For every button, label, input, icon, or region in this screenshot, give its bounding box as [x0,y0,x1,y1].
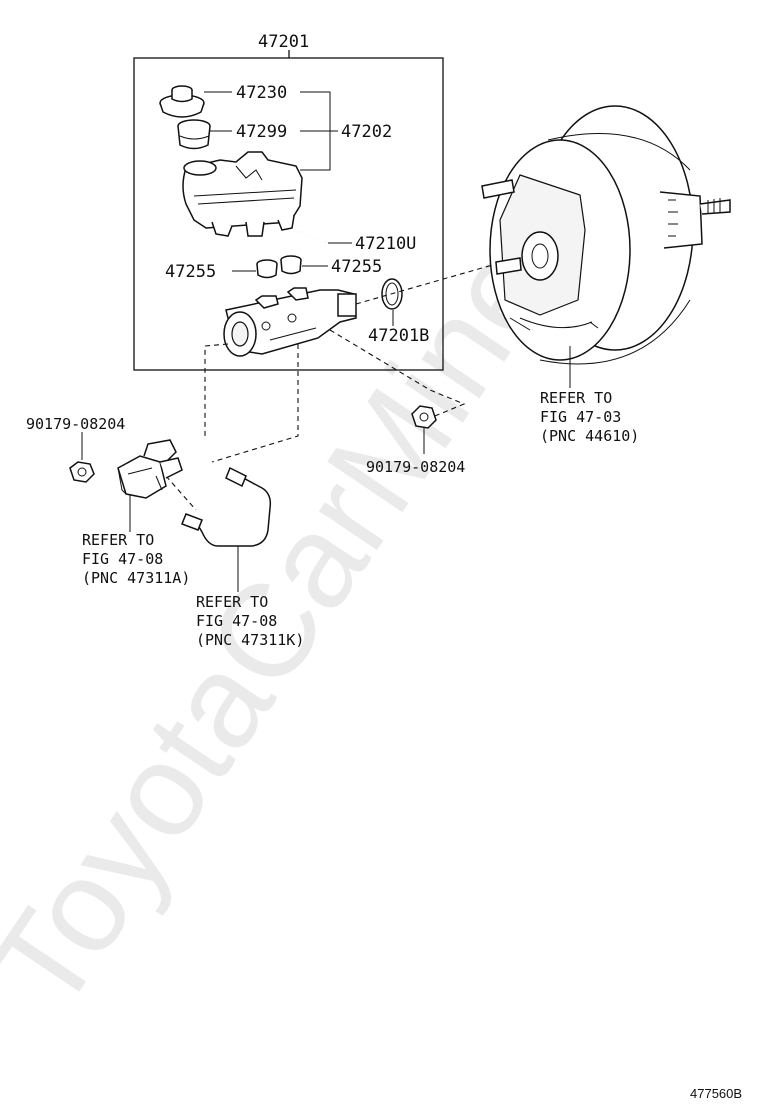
valve-ref-line-1: REFER TO [82,531,154,549]
nut-right-part [411,405,437,429]
label-47255-left: 47255 [165,262,216,282]
grommet-left-part [256,259,278,279]
nut-left-part [69,461,95,483]
reservoir-tank-part [182,151,303,237]
label-47299: 47299 [236,122,287,142]
dashed-tube [211,344,299,463]
master-cylinder-part [223,287,357,357]
dashed-nut-right [329,329,466,419]
brake-tube-part [181,466,272,547]
label-47255-right: 47255 [331,257,382,277]
label-47210U: 47210U [355,234,416,254]
centerline-booster [355,263,497,305]
tube-ref-line-1: REFER TO [196,593,268,611]
tube-ref-line-2: FIG 47-08 [196,612,277,630]
dashed-nut-left [204,343,229,440]
label-nut-right: 90179-08204 [366,458,465,476]
brake-booster-part [481,105,731,365]
booster-ref-line-2: FIG 47-03 [540,408,621,426]
proportioning-valve-part [117,439,183,499]
strainer-part [177,119,211,150]
leader-bracket-47202 [300,91,338,171]
tube-ref-line-3: (PNC 47311K) [196,631,304,649]
booster-ref-line-3: (PNC 44610) [540,427,639,445]
label-47230: 47230 [236,83,287,103]
label-47201: 47201 [258,32,309,52]
label-47201B: 47201B [368,326,429,346]
booster-ref-line-1: REFER TO [540,389,612,407]
valve-ref-line-2: FIG 47-08 [82,550,163,568]
label-47202: 47202 [341,122,392,142]
label-nut-left: 90179-08204 [26,415,125,433]
reservoir-cap-part [159,85,205,118]
dashed-valve [165,475,197,511]
valve-ref-line-3: (PNC 47311A) [82,569,190,587]
figure-code: 477560B [690,1086,742,1101]
grommet-right-part [280,255,302,275]
pin-part [297,231,327,243]
